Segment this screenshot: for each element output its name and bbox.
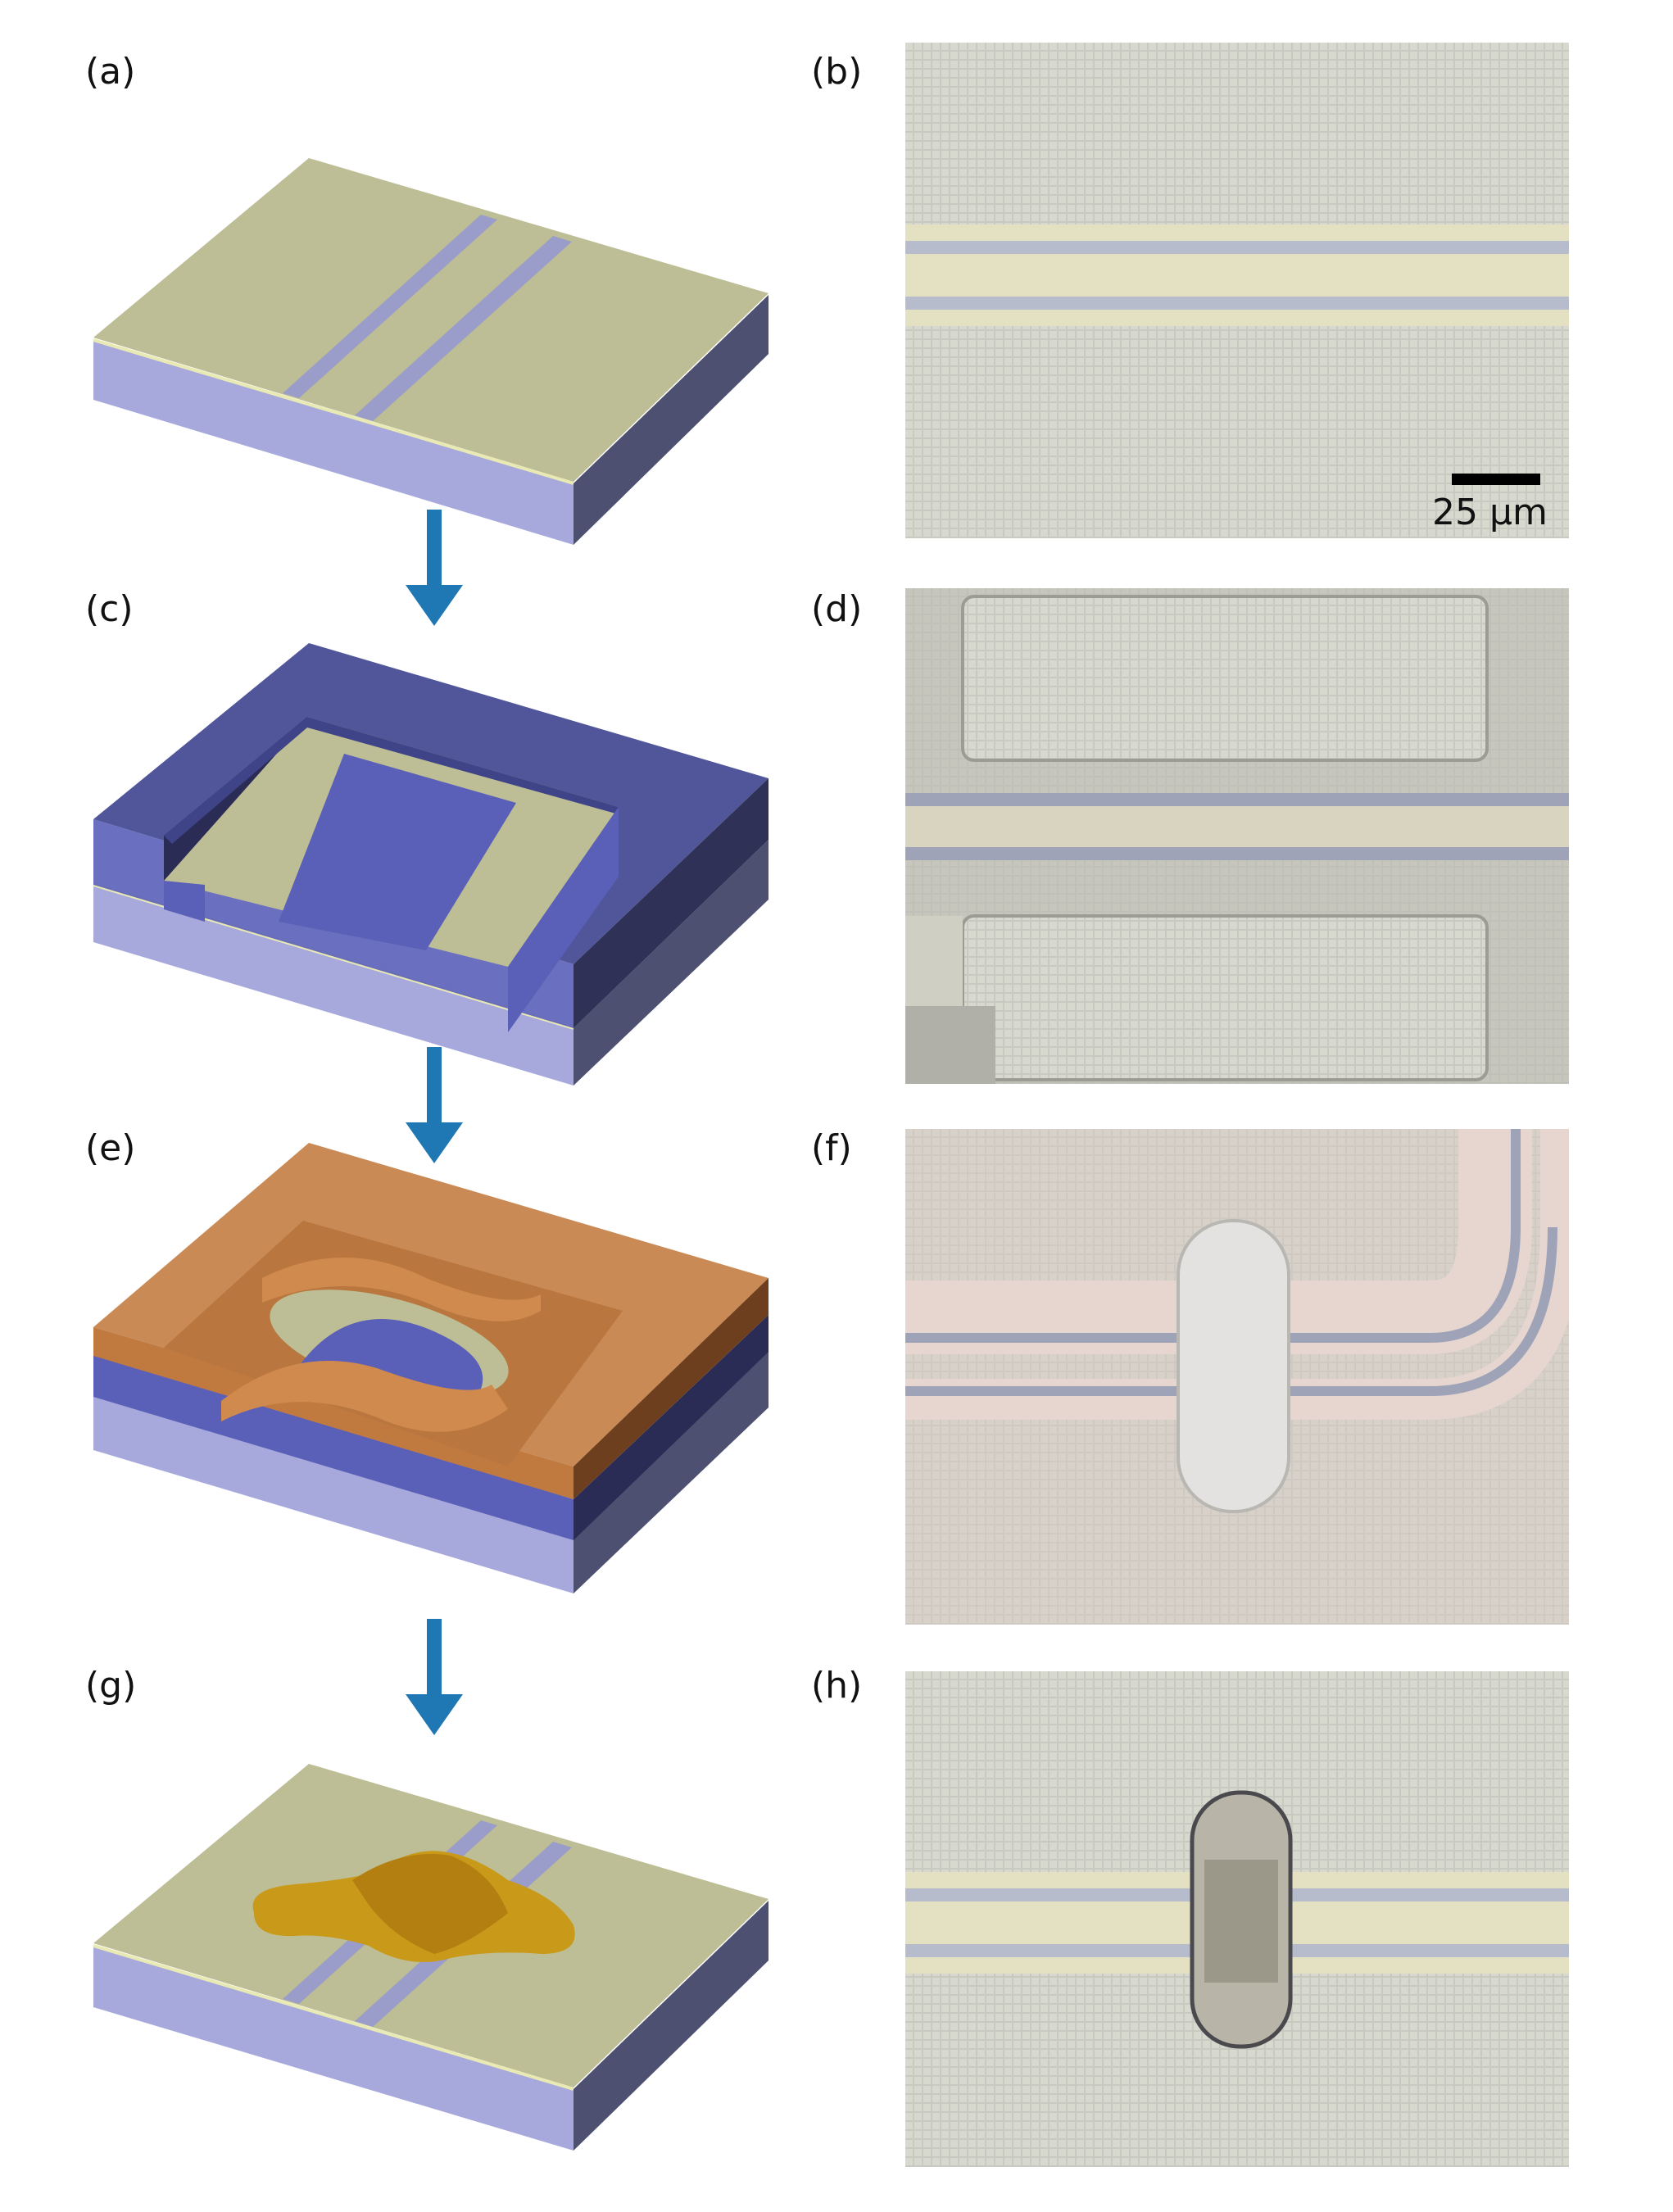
down-arrow-icon bbox=[406, 1619, 463, 1735]
down-arrow-icon bbox=[406, 1047, 463, 1163]
micrograph-d bbox=[905, 588, 1569, 1084]
panel-label-b: (b) bbox=[811, 51, 863, 93]
scale-bar-label: 25 µm bbox=[1432, 492, 1548, 533]
scale-bar bbox=[1452, 474, 1540, 485]
micrograph-b bbox=[905, 43, 1569, 538]
micrograph-h bbox=[905, 1671, 1569, 2167]
panel-label-h: (h) bbox=[811, 1665, 863, 1707]
panel-label-c: (c) bbox=[85, 588, 134, 630]
micrograph-f bbox=[905, 1129, 1569, 1625]
metal-top bbox=[93, 158, 768, 482]
gap-left bbox=[283, 215, 497, 398]
substrate-side bbox=[574, 295, 768, 545]
panel-label-d: (d) bbox=[811, 588, 863, 630]
panel-label-f: (f) bbox=[811, 1127, 852, 1169]
substrate-front bbox=[93, 340, 574, 545]
blue-strip bbox=[279, 754, 516, 950]
schematic-c bbox=[93, 643, 768, 1086]
bridge-opening bbox=[1177, 1219, 1290, 1513]
down-arrow-icon bbox=[406, 510, 463, 626]
panel-label-e: (e) bbox=[85, 1127, 136, 1169]
panel-label-g: (g) bbox=[85, 1665, 137, 1707]
schematic-e bbox=[93, 1143, 768, 1593]
gap-right bbox=[355, 236, 572, 421]
schematic-a bbox=[93, 158, 768, 545]
panel-label-a: (a) bbox=[85, 51, 136, 93]
schematic-g bbox=[93, 1764, 768, 2151]
